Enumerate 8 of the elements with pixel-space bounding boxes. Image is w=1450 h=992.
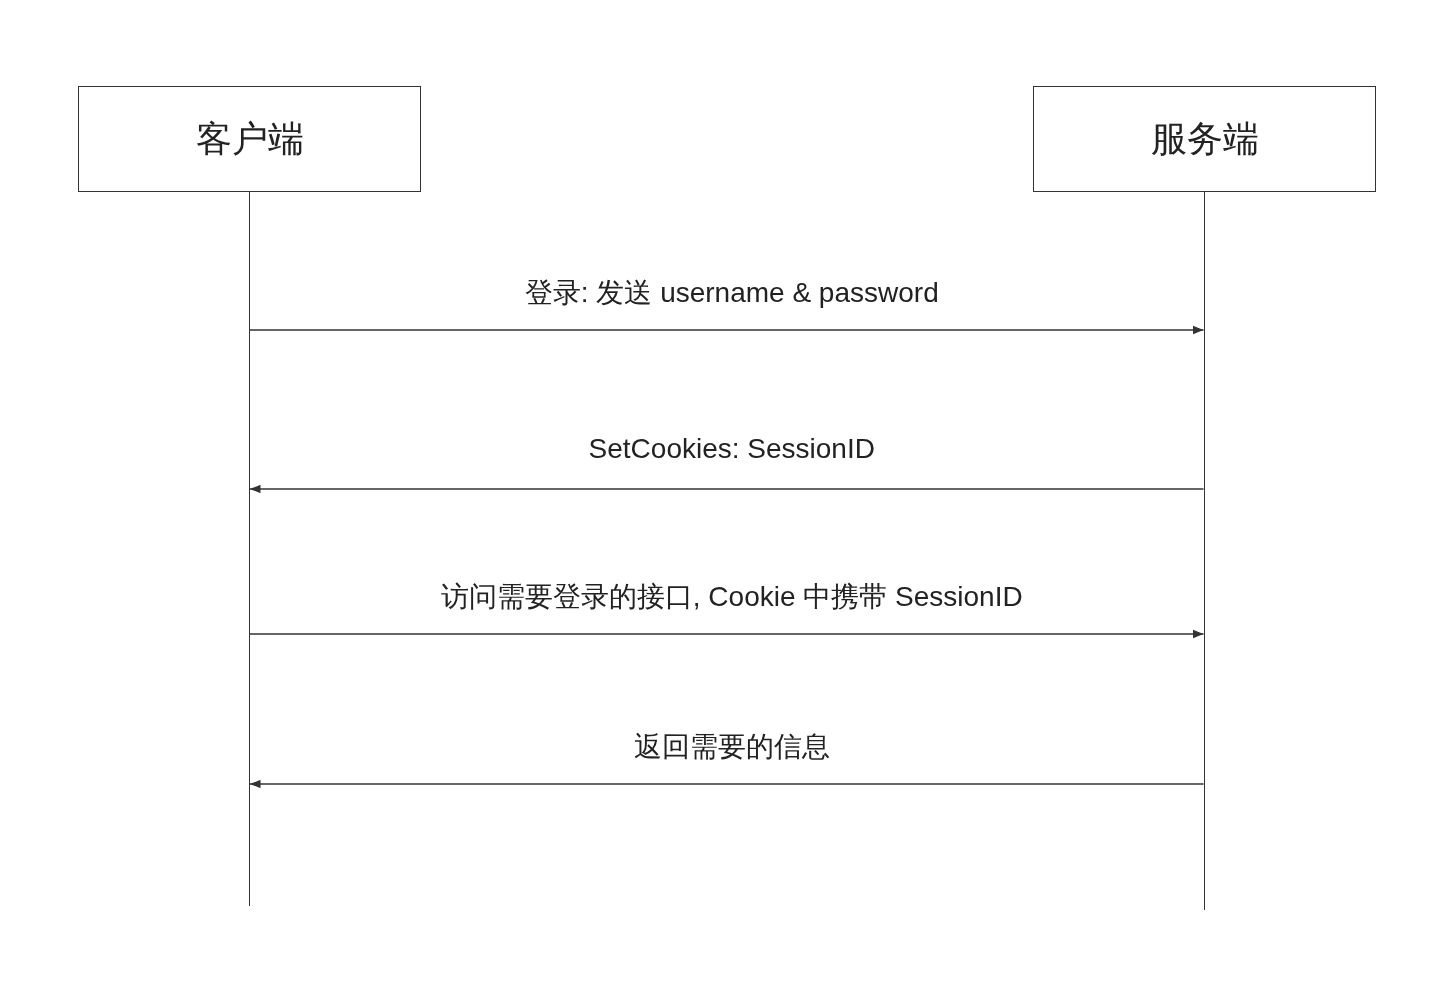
lifeline — [1203, 192, 1205, 910]
lifeline — [248, 192, 250, 906]
arrow — [249, 629, 1205, 639]
arrow — [249, 484, 1205, 494]
participant-box: 服务端 — [1033, 86, 1376, 192]
arrow — [249, 779, 1205, 789]
participant-box: 客户端 — [78, 86, 421, 192]
arrow — [249, 325, 1205, 335]
